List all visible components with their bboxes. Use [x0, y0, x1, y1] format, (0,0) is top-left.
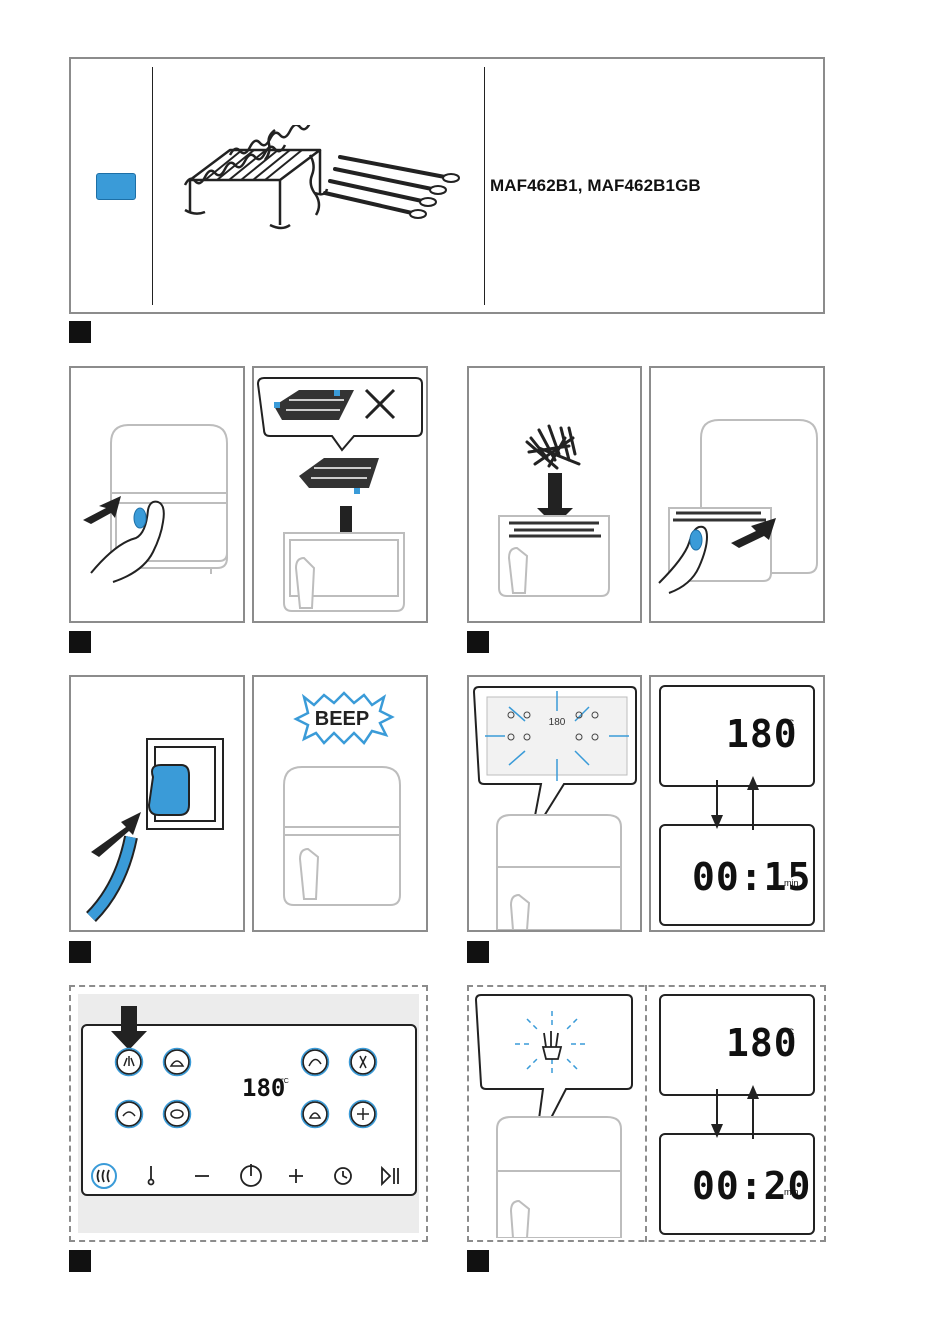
- accessory-color-tag: [96, 173, 136, 200]
- beep-illustration: BEEP: [254, 677, 426, 930]
- display-toggle-arrows-a: [700, 760, 770, 835]
- step-marker-6: [69, 1250, 91, 1272]
- header-divider-right: [484, 67, 485, 305]
- step-marker-5: [467, 941, 489, 963]
- display-toggle-arrows-b: [700, 1069, 770, 1144]
- temp-unit-a: °C: [784, 718, 794, 728]
- timer-unit-a: min: [784, 878, 799, 888]
- filter-insert-illustration: [254, 368, 426, 621]
- power-plug-illustration: [71, 677, 243, 930]
- panel-temp-value: 180: [242, 1074, 285, 1102]
- add-fries-illustration: [469, 368, 640, 621]
- panel-temp-unit: °C: [281, 1078, 289, 1085]
- step-marker-3: [467, 631, 489, 653]
- grill-rack-and-skewers-icon: [170, 125, 470, 245]
- panel-program-divider: [645, 985, 647, 1242]
- model-number: MAF462B1, MAF462B1GB: [490, 176, 701, 196]
- fries-program-illustration: [471, 989, 641, 1238]
- timer-value-a: 00:15: [692, 855, 811, 899]
- timer-unit-b: min: [784, 1187, 799, 1197]
- step-marker-2: [69, 631, 91, 653]
- step-marker-7: [467, 1250, 489, 1272]
- beep-label: BEEP: [315, 708, 369, 730]
- airfryer-pull-out-illustration: [71, 368, 243, 621]
- header-divider-left: [152, 67, 153, 305]
- temp-unit-b: °C: [784, 1027, 794, 1037]
- push-basket-illustration: [651, 368, 823, 621]
- display-zoom-illustration: 180: [469, 677, 640, 930]
- timer-value-b: 00:20: [692, 1164, 811, 1208]
- zoom-temp: 180: [549, 717, 566, 728]
- step-marker-1: [69, 321, 91, 343]
- step-marker-4: [69, 941, 91, 963]
